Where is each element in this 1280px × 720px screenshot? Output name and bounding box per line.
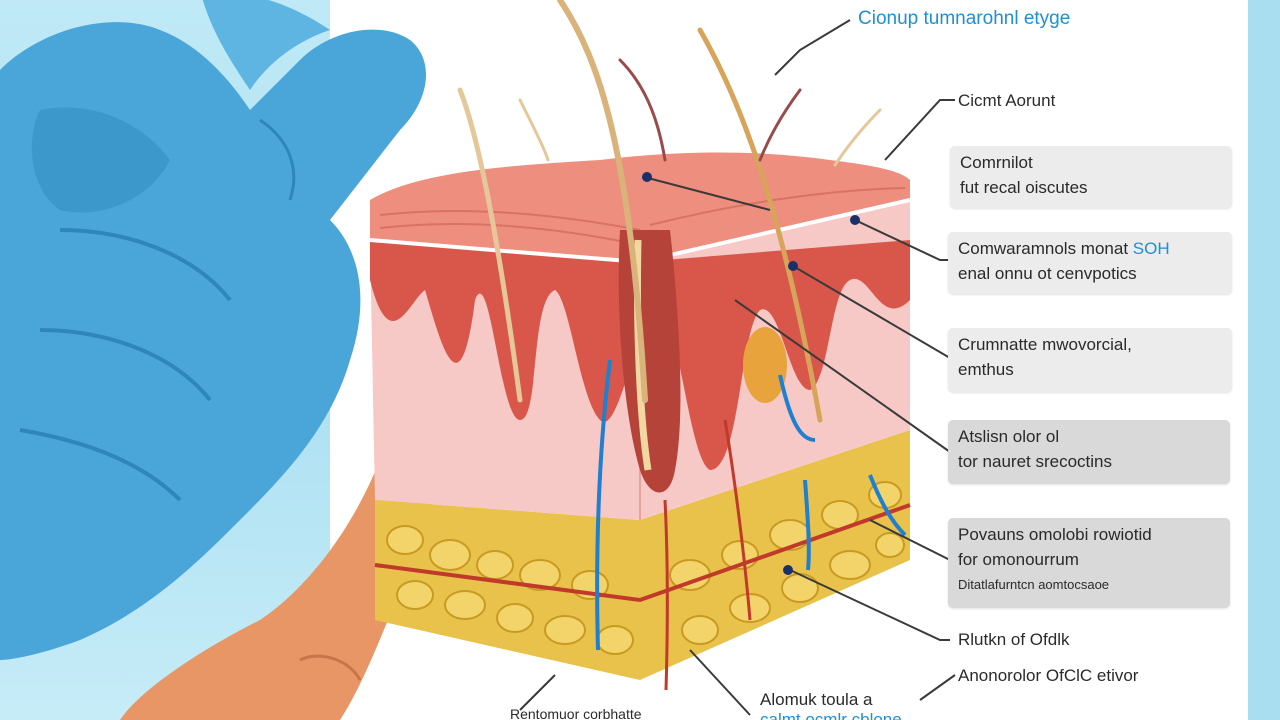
label-bottom-left: Rentomuor corbhatte: [510, 706, 642, 720]
marker-dots: [642, 172, 860, 575]
label-box-4: Atslisn olor ol tor nauret srecoctins: [948, 420, 1230, 484]
label-box-5-line2: for omonourrum: [958, 550, 1079, 569]
label-box-5-line1: Povauns omolobi rowiotid: [958, 525, 1152, 544]
label-box-2: Comwaramnols monat SOH enal onnu ot cenv…: [948, 232, 1232, 294]
label-box-2-line1: Comwaramnols monat SOH: [958, 236, 1222, 261]
label-box-3: Crumnatte mwovorcial, emthus: [948, 328, 1232, 392]
label-box-2-line1-text: Comwaramnols monat: [958, 239, 1129, 258]
label-box-3-line1: Crumnatte mwovorcial,: [958, 335, 1132, 354]
label-bottom-2-text: Anonorolor OfClC etivor: [958, 666, 1139, 685]
label-box-3-line2: emthus: [958, 360, 1014, 379]
label-bottom-center: Alomuk toula a calmt ocmlr cblone: [760, 690, 902, 720]
label-box-1-line2: fut recal oiscutes: [960, 178, 1088, 197]
label-bottom-center-line2: calmt ocmlr cblone: [760, 710, 902, 720]
label-box-2-line2: enal onnu ot cenvpotics: [958, 264, 1137, 283]
leader-lines: [519, 19, 956, 716]
label-bottom-1: Rlutkn of Ofdlk: [958, 627, 1070, 652]
label-box-5-line3: Ditatlafurntcn aomtocsaoe: [958, 577, 1110, 592]
label-box-2-accent: SOH: [1132, 239, 1170, 258]
right-blue-strip: [1248, 0, 1280, 720]
label-box-4-line1: Atslisn olor ol: [958, 427, 1060, 446]
label-top-text: Cicmt Aorunt: [958, 91, 1056, 110]
label-bottom-2: Anonorolor OfClC etivor: [958, 663, 1138, 688]
gloved-hand-illustration: [0, 0, 427, 660]
label-bottom-center-line1: Alomuk toula a: [760, 690, 873, 709]
skin-cross-section: [369, 152, 911, 691]
label-bottom-1-text: Rlutkn of Ofdlk: [958, 630, 1070, 649]
diagram-title: Cionup tumnarohnl etyge: [858, 8, 1071, 29]
label-box-5: Povauns omolobi rowiotid for omonourrum …: [948, 518, 1230, 608]
label-box-4-line2: tor nauret srecoctins: [958, 452, 1113, 471]
label-top: Cicmt Aorunt: [958, 88, 1055, 113]
label-box-1-line1: Comrnilot: [960, 153, 1033, 172]
label-bottom-left-text: Rentomuor corbhatte: [510, 706, 642, 720]
hair-strands: [457, 0, 882, 423]
label-box-1: Comrnilot fut recal oiscutes: [950, 146, 1232, 208]
